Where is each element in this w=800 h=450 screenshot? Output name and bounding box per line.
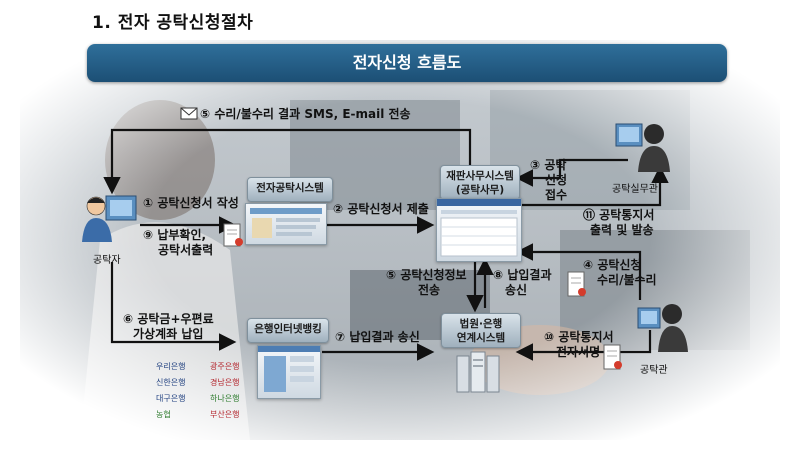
- link-system-line1: 법원·은행: [459, 318, 503, 330]
- bank-logo-7: 부산은행: [210, 410, 240, 419]
- signature-document-icon: [603, 344, 622, 370]
- software-thumbnail: [437, 199, 521, 257]
- officer-label: 공탁관: [640, 365, 668, 376]
- e-gongtak-screen: [245, 203, 327, 245]
- step6-label-2: 가상계좌 납입: [133, 327, 204, 341]
- approval-document-icon: [567, 271, 586, 297]
- step11-label-1: ⑪ 공탁통지서: [583, 208, 655, 222]
- flow-banner: 전자신청 흐름도: [87, 44, 727, 82]
- step5-info-label-2: 전송: [418, 283, 441, 297]
- step9-label-1: ⑨ 납부확인,: [143, 228, 207, 242]
- court-system-screen: [436, 198, 522, 262]
- arrow-step6: [110, 262, 237, 351]
- link-system-label: 법원·은행 연계시스템: [441, 313, 521, 348]
- bank-logo-5: 경남은행: [210, 378, 240, 387]
- bank-logo-2: 신한은행: [156, 378, 186, 387]
- arrow-step10: [515, 330, 652, 361]
- bank-logo-6: 하나은행: [210, 394, 240, 403]
- step7-label: ⑦ 납입결과 송신: [335, 330, 420, 344]
- step6-label-1: ⑥ 공탁금+우편료: [123, 312, 214, 326]
- document-seal-icon: [223, 223, 243, 247]
- banner-title: 전자신청 흐름도: [352, 53, 462, 72]
- arrow-step3: [515, 158, 628, 187]
- step10-label-2: 전자서명: [556, 345, 601, 359]
- arrow-step4: [515, 243, 642, 300]
- step11-label-2: 출력 및 발송: [590, 223, 654, 237]
- court-system-line1: 재판사무시스템: [446, 170, 514, 182]
- practitioner-label: 공탁실무관: [612, 184, 658, 195]
- bank-logo-8: 농협: [156, 410, 171, 419]
- court-system-line2: (공탁사무): [455, 184, 505, 196]
- applicant-label: 공탁자: [93, 255, 121, 266]
- step3-label-3: 접수: [545, 188, 568, 202]
- step9-label-2: 공탁서출력: [158, 243, 214, 257]
- page-title: 1. 전자 공탁신청절차: [92, 13, 254, 33]
- court-system-label: 재판사무시스템 (공탁사무): [440, 165, 520, 200]
- step10-label-1: ⑩ 공탁통지서: [544, 330, 614, 344]
- step4-label-2: 수리/불수리: [597, 273, 657, 287]
- server-icon: [456, 351, 500, 393]
- bank-internet-label: 은행인터넷뱅킹: [247, 318, 329, 343]
- step4-label-1: ④ 공탁신청: [583, 258, 642, 272]
- website-thumbnail: [250, 208, 322, 238]
- step2-label: ② 공탁신청서 제출: [333, 202, 429, 216]
- banking-thumbnail: [258, 346, 320, 392]
- e-gongtak-system-label: 전자공탁시스템: [247, 177, 333, 202]
- arrow-step5-result: [103, 128, 472, 195]
- arrow-step11: [520, 165, 669, 207]
- step5-result-label: ⑤ 수리/불수리 결과 SMS, E-mail 전송: [200, 107, 411, 121]
- bank-logo-4: 광주은행: [210, 362, 240, 371]
- bank-screen: [257, 345, 321, 399]
- step3-label-2: 신청: [545, 173, 568, 187]
- step8-label-2: 송신: [505, 283, 528, 297]
- step1-label: ① 공탁신청서 작성: [143, 196, 239, 210]
- bank-logo-3: 대구은행: [156, 394, 186, 403]
- step3-label-1: ③ 공탁: [530, 158, 567, 172]
- link-system-line2: 연계시스템: [456, 332, 506, 344]
- officer-icon: [637, 304, 688, 352]
- practitioner-icon: [615, 123, 670, 172]
- step5-info-label-1: ⑤ 공탁신청정보: [386, 268, 467, 282]
- step8-label-1: ⑧ 납입결과: [493, 268, 552, 282]
- mail-icon: [180, 107, 198, 120]
- background-photo: [20, 40, 780, 440]
- bank-logo-1: 우리은행: [156, 362, 186, 371]
- applicant-icon: [82, 195, 137, 242]
